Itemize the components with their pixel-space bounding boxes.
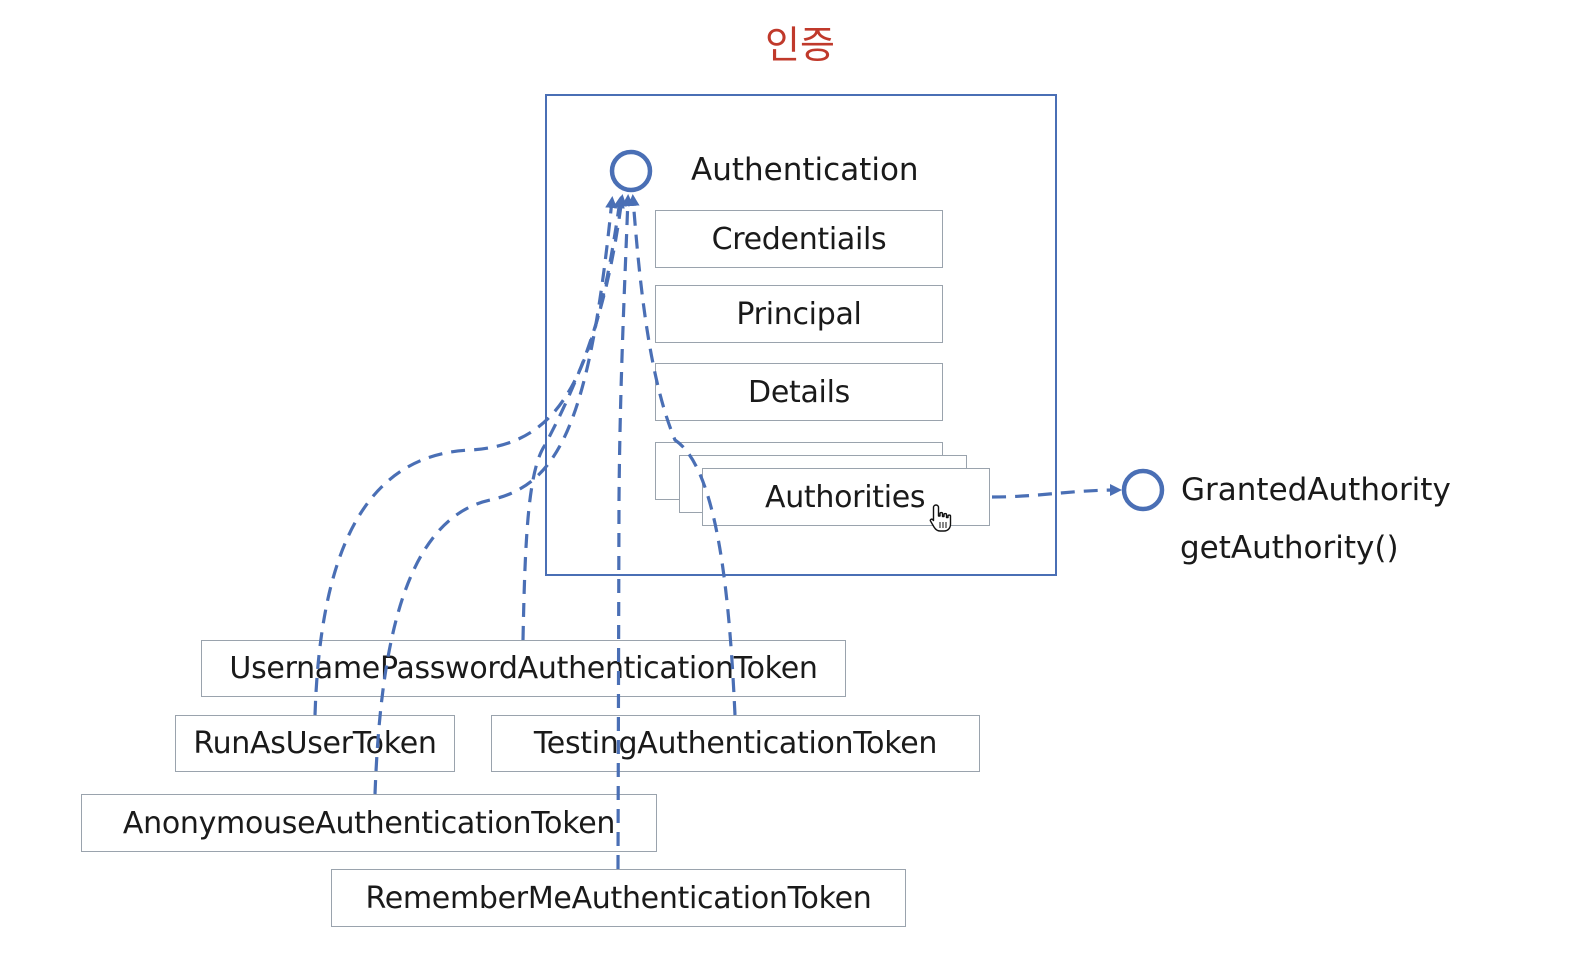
- principal-label: Principal: [736, 296, 862, 332]
- authentication-interface-label: Authentication: [691, 152, 919, 188]
- anonymous-token-label: AnonymouseAuthenticationToken: [122, 805, 616, 841]
- remember-me-token-box: RememberMeAuthenticationToken: [331, 869, 906, 927]
- get-authority-method-label: getAuthority(): [1180, 530, 1399, 566]
- run-as-user-token-box: RunAsUserToken: [175, 715, 455, 772]
- anonymous-token-box: AnonymouseAuthenticationToken: [81, 794, 657, 852]
- username-password-token-box: UsernamePasswordAuthenticationToken: [201, 640, 846, 697]
- username-password-token-label: UsernamePasswordAuthenticationToken: [229, 651, 818, 686]
- principal-box: Principal: [655, 285, 943, 343]
- authorities-label: Authorities: [765, 479, 926, 515]
- credentials-box: Credentiails: [655, 210, 943, 268]
- diagram-title: 인증: [765, 23, 835, 67]
- testing-token-box: TestingAuthenticationToken: [491, 715, 980, 772]
- remember-me-token-label: RememberMeAuthenticationToken: [365, 880, 872, 916]
- credentials-label: Credentiails: [711, 221, 887, 257]
- testing-token-label: TestingAuthenticationToken: [533, 726, 938, 761]
- details-label: Details: [748, 374, 850, 410]
- details-box: Details: [655, 363, 943, 421]
- granted-authority-label: GrantedAuthority: [1181, 472, 1451, 508]
- hand-pointer-cursor-icon: [929, 504, 952, 532]
- granted-authority-interface-icon: [1121, 468, 1165, 512]
- run-as-user-token-label: RunAsUserToken: [193, 726, 437, 761]
